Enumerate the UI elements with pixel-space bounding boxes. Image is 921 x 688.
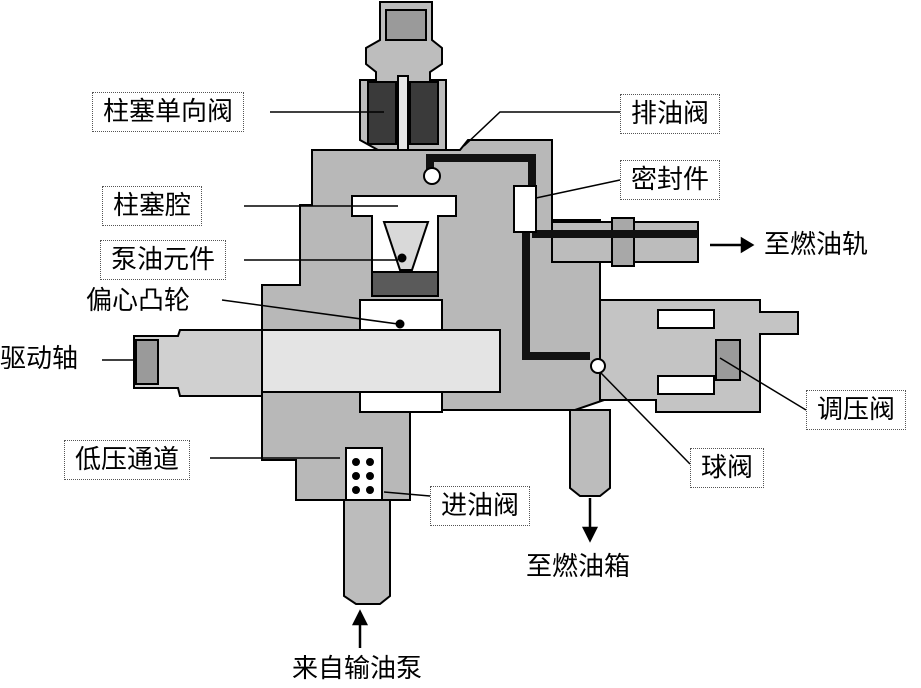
seal-block: [513, 185, 537, 233]
label-pump-element: 泵油元件: [100, 240, 227, 280]
label-ball-valve: 球阀: [690, 448, 765, 488]
label-low-pressure-channel: 低压通道: [64, 440, 191, 480]
flow-arrows: [351, 236, 755, 648]
label-from-feed-pump: 来自输油泵: [292, 654, 423, 684]
label-to-fuel-rail: 至燃油轨: [764, 230, 869, 260]
label-pressure-regulator: 调压阀: [806, 390, 907, 430]
label-eccentric-cam: 偏心凸轮: [86, 286, 191, 316]
check-ball: [423, 167, 441, 185]
label-to-fuel-tank: 至燃油箱: [526, 552, 631, 582]
plunger-element: [351, 195, 457, 297]
inlet-valve: [345, 447, 383, 501]
label-plunger-check-valve: 柱塞单向阀: [92, 92, 245, 132]
label-drive-shaft: 驱动轴: [0, 344, 79, 374]
plunger-check-valve-housing: [359, 1, 447, 167]
high-pressure-fuel-path: [426, 154, 698, 360]
drive-shaft: [133, 329, 501, 397]
leader-lines: [102, 111, 807, 497]
label-drain-valve: 排油阀: [620, 94, 721, 134]
label-seal: 密封件: [620, 160, 721, 200]
label-inlet-valve: 进油阀: [430, 486, 531, 526]
ball-valve: [590, 358, 606, 374]
label-plunger-chamber: 柱塞腔: [102, 186, 203, 226]
